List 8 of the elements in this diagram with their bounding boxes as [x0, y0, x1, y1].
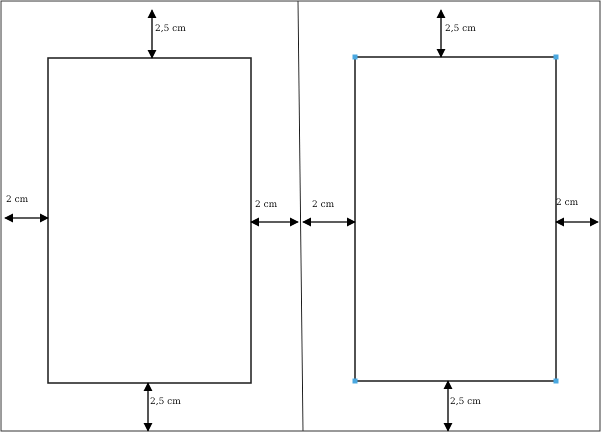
dimension-label: 2 cm	[255, 200, 278, 211]
dimension-label: 2,5 cm	[150, 397, 181, 408]
dimension-label: 2,5 cm	[445, 24, 476, 35]
dimension-label: 2 cm	[6, 195, 28, 206]
dimension-label: 2 cm	[312, 200, 334, 211]
dimension-label: 2 cm	[556, 198, 578, 209]
dimension-label: 2,5 cm	[450, 397, 481, 408]
dimension-label: 2,5 cm	[155, 24, 186, 35]
